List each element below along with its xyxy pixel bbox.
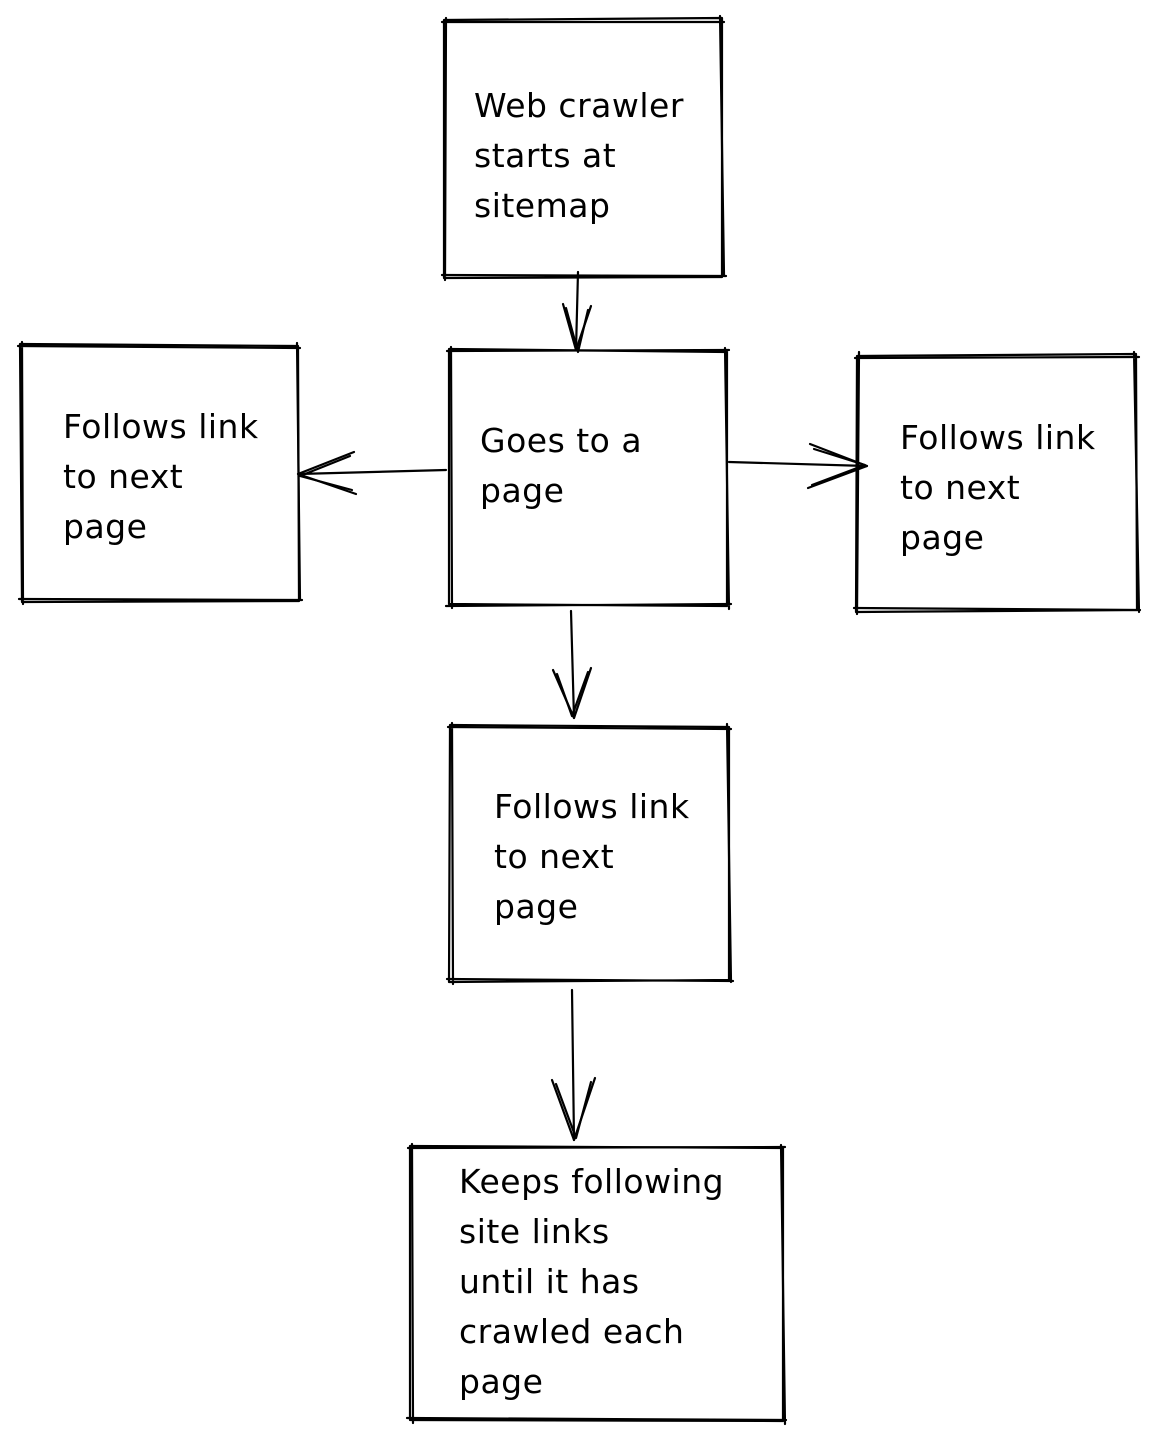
node-right-link-label: Follows link to next page [900, 418, 1096, 557]
node-right-link-box [852, 350, 1142, 616]
node-left-link-box [16, 340, 304, 606]
arrow-start-to-page [561, 270, 593, 354]
arrow-page-to-bottom-link [551, 609, 593, 720]
node-bottom-link-label: Follows link to next page [494, 787, 690, 926]
arrow-page-to-left-link [296, 450, 448, 496]
node-bottom-link-box [445, 721, 735, 986]
node-left-link-label: Follows link to next page [63, 407, 259, 546]
node-start-label: Web crawler starts at sitemap [474, 86, 684, 225]
arrow-bottom-link-to-end [550, 988, 597, 1142]
node-end-box [405, 1142, 788, 1426]
node-start-box [440, 14, 728, 282]
node-end-label: Keeps following site links until it has … [459, 1162, 725, 1401]
node-page-label: Goes to a page [480, 421, 643, 510]
node-page-box [444, 345, 733, 611]
arrow-page-to-right-link [727, 442, 869, 490]
